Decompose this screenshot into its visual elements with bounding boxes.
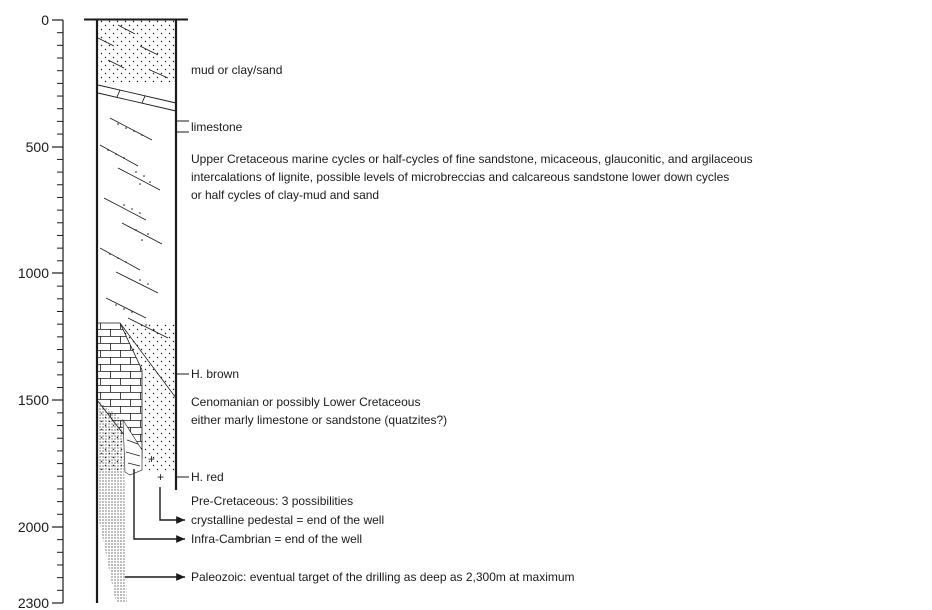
- well-column: + +: [84, 18, 188, 603]
- label-infra-cambrian: Infra-Cambrian = end of the well: [191, 532, 362, 546]
- crystalline-pedestal-marks: + +: [148, 452, 164, 484]
- label-paleozoic: Paleozoic: eventual target of the drilli…: [191, 570, 575, 584]
- label-mud-clay-sand: mud or clay/sand: [191, 63, 282, 77]
- label-cenomanian-line-2: either marly limestone or sandstone (qua…: [191, 413, 447, 427]
- label-h-brown: H. brown: [191, 367, 239, 381]
- upper-cretaceous-sand-marks: [107, 123, 155, 331]
- mud-clay-sand-layer: [97, 20, 176, 84]
- upper-cretaceous-layer: [99, 117, 169, 339]
- cenomanian-limestone-brick: [97, 323, 142, 458]
- label-pre-cretaceous: Pre-Cretaceous: 3 possibilities: [191, 494, 353, 508]
- mud-clay-sand-hatch: [97, 24, 169, 79]
- label-limestone: limestone: [191, 120, 243, 134]
- crystalline-pedestal-arrow: [159, 487, 185, 524]
- label-upper-cretaceous-line-1: Upper Cretaceous marine cycles or half-c…: [191, 152, 753, 166]
- depth-label-500: 500: [26, 139, 50, 155]
- svg-text:+: +: [157, 470, 164, 484]
- svg-text:+: +: [148, 452, 155, 466]
- depth-minor-ticks: [57, 32, 63, 591]
- infra-cambrian-layer: [122, 418, 143, 476]
- label-cenomanian-line-1: Cenomanian or possibly Lower Cretaceous: [191, 395, 420, 409]
- label-upper-cretaceous-line-2: intercalations of lignite, possible leve…: [191, 170, 729, 184]
- infra-cambrian-marks: [125, 439, 141, 467]
- depth-axis: 0 500 1000 1500 2000 2300: [18, 12, 64, 610]
- infra-cambrian-arrow: [133, 469, 185, 543]
- limestone-layer: [97, 84, 177, 112]
- depth-label-1500: 1500: [18, 392, 49, 408]
- label-upper-cretaceous-line-3: or half cycles of clay-mud and sand: [191, 188, 379, 202]
- depth-label-2000: 2000: [18, 519, 49, 535]
- depth-label-0: 0: [41, 12, 49, 28]
- label-crystalline-pedestal: crystalline pedestal = end of the well: [191, 513, 384, 527]
- paleozoic-layer: [97, 400, 127, 603]
- cenomanian-boundary: [119, 322, 177, 399]
- depth-label-2300: 2300: [18, 595, 49, 610]
- depth-label-1000: 1000: [18, 265, 49, 281]
- label-h-red: H. red: [191, 470, 224, 484]
